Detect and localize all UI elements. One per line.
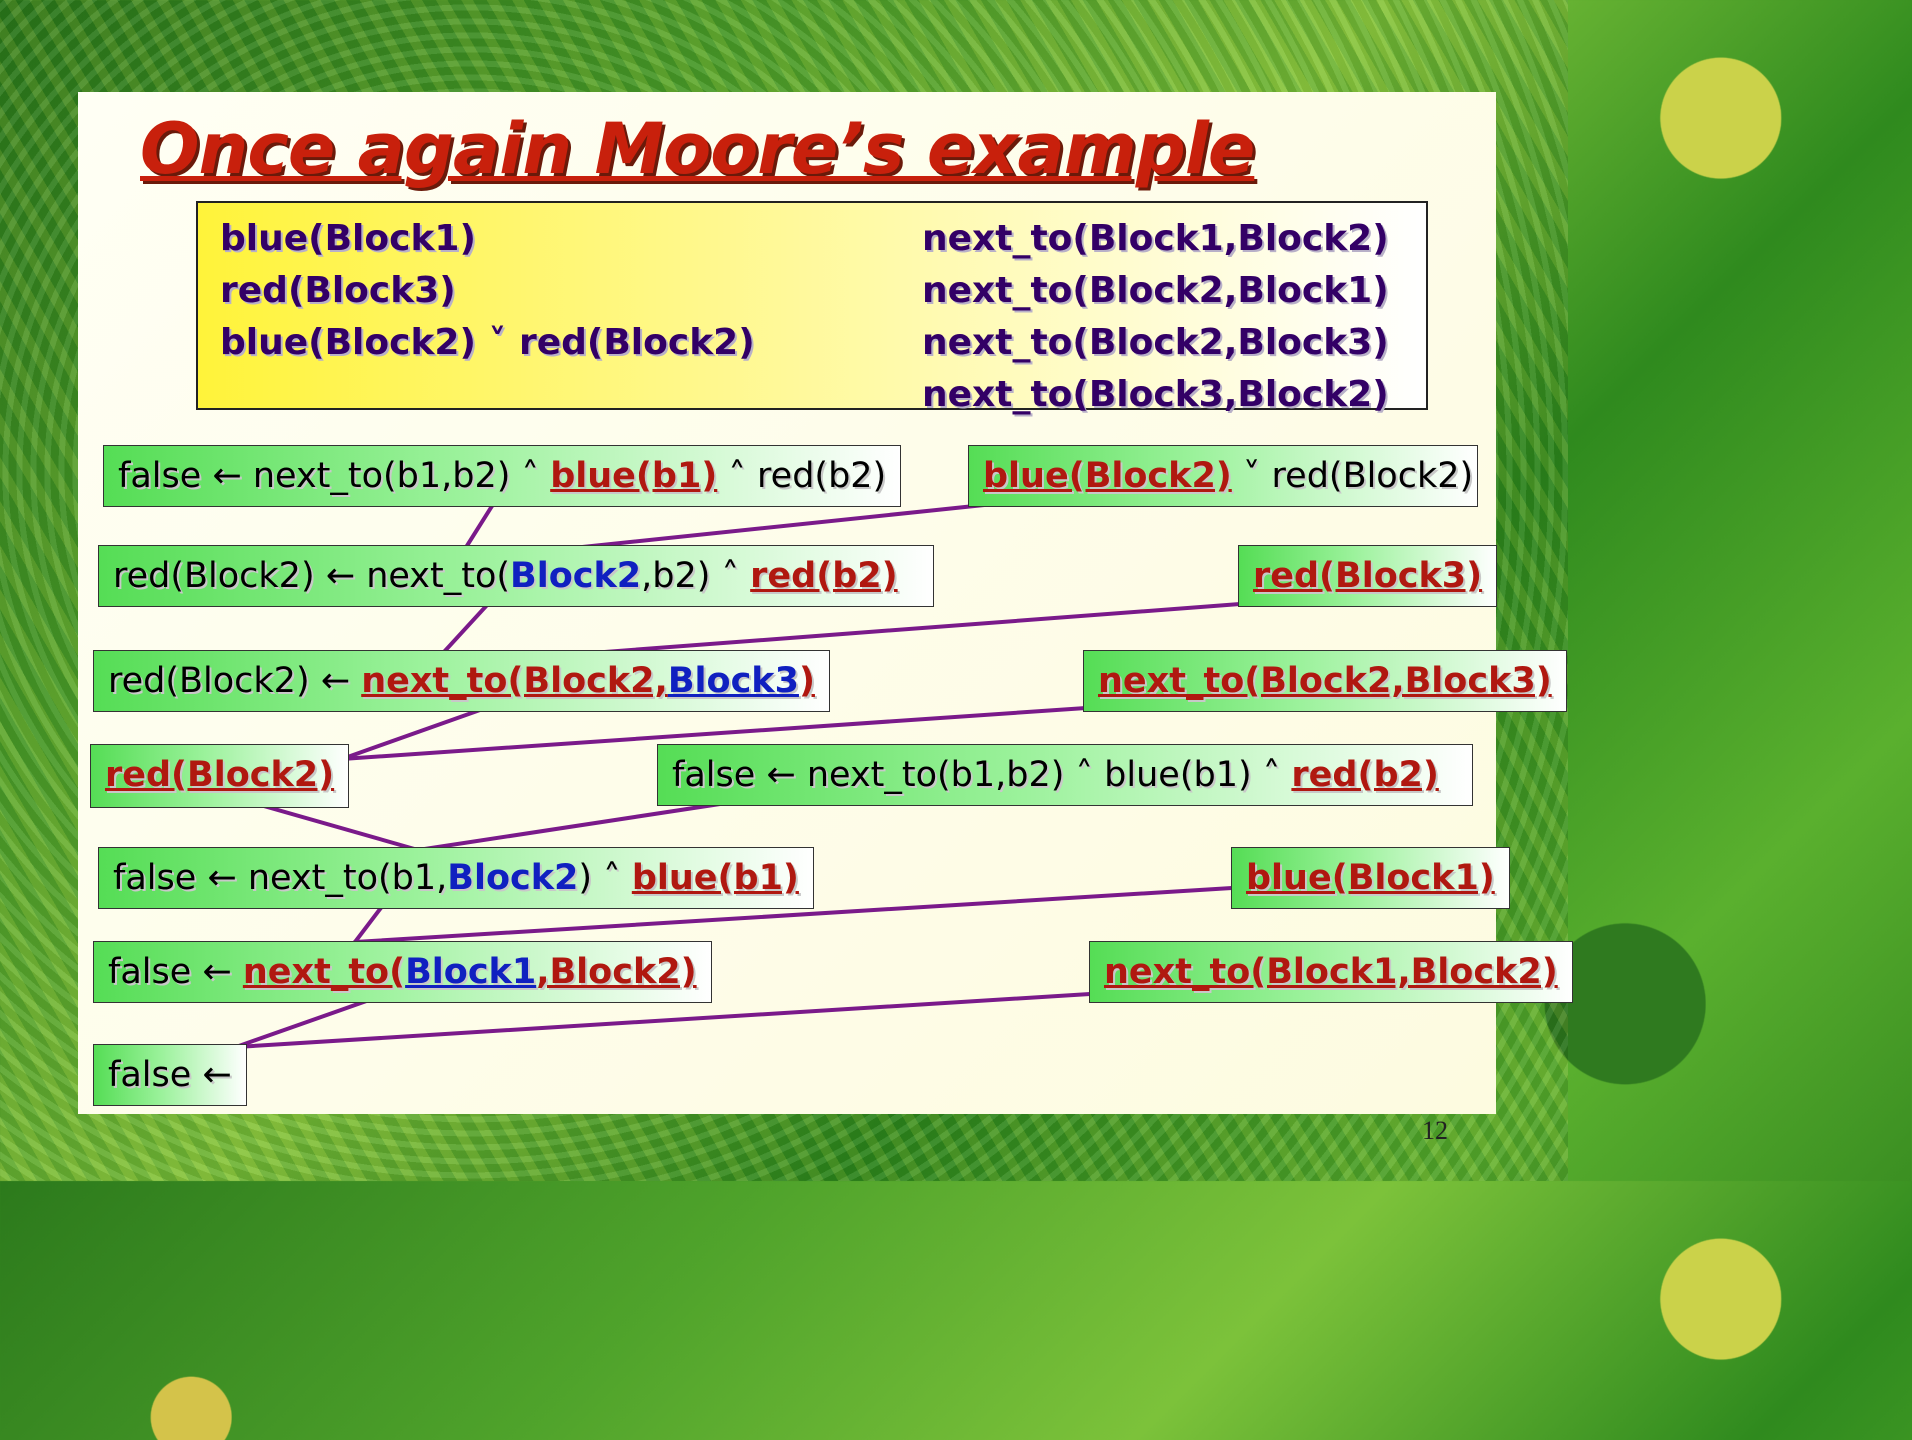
link-line [248, 800, 420, 852]
kb-fact: blue(Block2) ˅ red(Block2) [220, 322, 755, 363]
clause-fragment: ˄ red(b2) [717, 456, 887, 496]
resolution-step-clause2: red(Block2) ← next_to(Block2,b2) ˄ red(b… [98, 545, 934, 607]
kb-fact: blue(Block1) [220, 218, 476, 259]
clause-fragment: false [108, 1055, 203, 1095]
link-line [416, 802, 722, 852]
link-line [353, 886, 1234, 944]
clause-fragment: red(b2) [1291, 755, 1439, 795]
clause-fragment: next_to( [242, 952, 406, 992]
resolution-step-fact3: next_to(Block2,Block3) [1083, 650, 1567, 712]
clause-fragment [232, 952, 243, 992]
knowledge-base-box: blue(Block1) red(Block3) blue(Block2) ˅ … [196, 201, 1428, 415]
page-number: 12 [1422, 1116, 1448, 1145]
clause-fragment: Block2 [447, 858, 579, 898]
resolution-links [234, 498, 1242, 1049]
clause-fragment: blue(b1) [550, 456, 718, 496]
clause-fragment: blue(Block1) [1246, 858, 1495, 898]
link-line [340, 706, 1088, 761]
clause-fragment: false [108, 952, 203, 992]
kb-left-column: blue(Block1) red(Block3) blue(Block2) ˅ … [220, 213, 755, 369]
resolution-step-fact4: blue(Block1) [1231, 847, 1510, 909]
clause-fragment: false [113, 858, 208, 898]
clause-fragment: ← [212, 456, 242, 496]
resolution-step-clause8: false ← [93, 1044, 247, 1106]
clause-fragment: next_to(b1, [236, 858, 448, 898]
clause-fragment: ← [202, 1055, 232, 1095]
kb-right-column: next_to(Block1,Block2) next_to(Block2,Bl… [922, 213, 1389, 421]
resolution-step-clause1: false ← next_to(b1,b2) ˄ blue(b1) ˄ red(… [103, 445, 902, 507]
clause-fragment: next_to(b1,b2) ˄ blue(b1) ˄ [795, 755, 1292, 795]
clause-fragment: ) ˄ [578, 858, 632, 898]
clause-fragment: red(Block2) [113, 556, 326, 596]
clause-fragment: blue(Block2) [983, 456, 1232, 496]
clause-fragment: next_to(Block1,Block2) [1104, 952, 1558, 992]
clause-fragment: next_to( [355, 556, 511, 596]
resolution-step-clause3: red(Block2) ← next_to(Block2,Block3) [93, 650, 830, 712]
clause-fragment: red(Block3) [1253, 556, 1483, 596]
clause-fragment: Block3 [667, 661, 799, 701]
resolution-step-clause5: false ← next_to(b1,b2) ˄ blue(b1) ˄ red(… [657, 744, 1473, 806]
clause-fragment: ,Block2) [536, 952, 697, 992]
clause-fragment: false [672, 755, 767, 795]
kb-fact: red(Block3) [220, 270, 456, 311]
link-line [340, 708, 482, 761]
clause-fragment: ← [202, 952, 232, 992]
clause-fragment: ← [766, 755, 796, 795]
resolution-step-clause7: false ← next_to(Block1,Block2) [93, 941, 712, 1003]
clause-fragment: blue(b1) [631, 858, 799, 898]
resolution-step-clause6: false ← next_to(b1,Block2) ˄ blue(b1) [98, 847, 814, 909]
clause-fragment [350, 661, 361, 701]
clause-fragment: red(Block2) [108, 661, 321, 701]
kb-fact: next_to(Block1,Block2) [922, 218, 1389, 259]
clause-fragment: red(b2) [750, 556, 898, 596]
clause-fragment: ) [798, 661, 815, 701]
clause-fragment: ← [207, 858, 237, 898]
clause-fragment: next_to(b1,b2) ˄ [241, 456, 551, 496]
link-line [234, 992, 1092, 1049]
clause-fragment: red(Block2) [105, 755, 335, 795]
kb-fact: next_to(Block3,Block2) [922, 374, 1389, 415]
clause-fragment: false [118, 456, 213, 496]
clause-fragment: next_to(Block2, [361, 661, 668, 701]
kb-fact: next_to(Block2,Block3) [922, 322, 1389, 363]
clause-fragment: next_to(Block2,Block3) [1098, 661, 1552, 701]
kb-fact: next_to(Block2,Block1) [922, 270, 1389, 311]
resolution-step-fact2: red(Block3) [1238, 545, 1498, 607]
clause-fragment: Block2 [510, 556, 642, 596]
clause-fragment: ,b2) ˄ [641, 556, 751, 596]
resolution-step-fact5: next_to(Block1,Block2) [1089, 941, 1573, 1003]
resolution-step-fact1: blue(Block2) ˅ red(Block2) [968, 445, 1478, 507]
clause-fragment: ← [325, 556, 356, 596]
resolution-step-clause4: red(Block2) [90, 744, 350, 808]
clause-fragment: Block1 [405, 952, 537, 992]
slide-title: Once again Moore’s example [140, 108, 1255, 190]
clause-fragment: ← [320, 661, 351, 701]
clause-fragment: ˅ red(Block2) [1231, 456, 1474, 496]
